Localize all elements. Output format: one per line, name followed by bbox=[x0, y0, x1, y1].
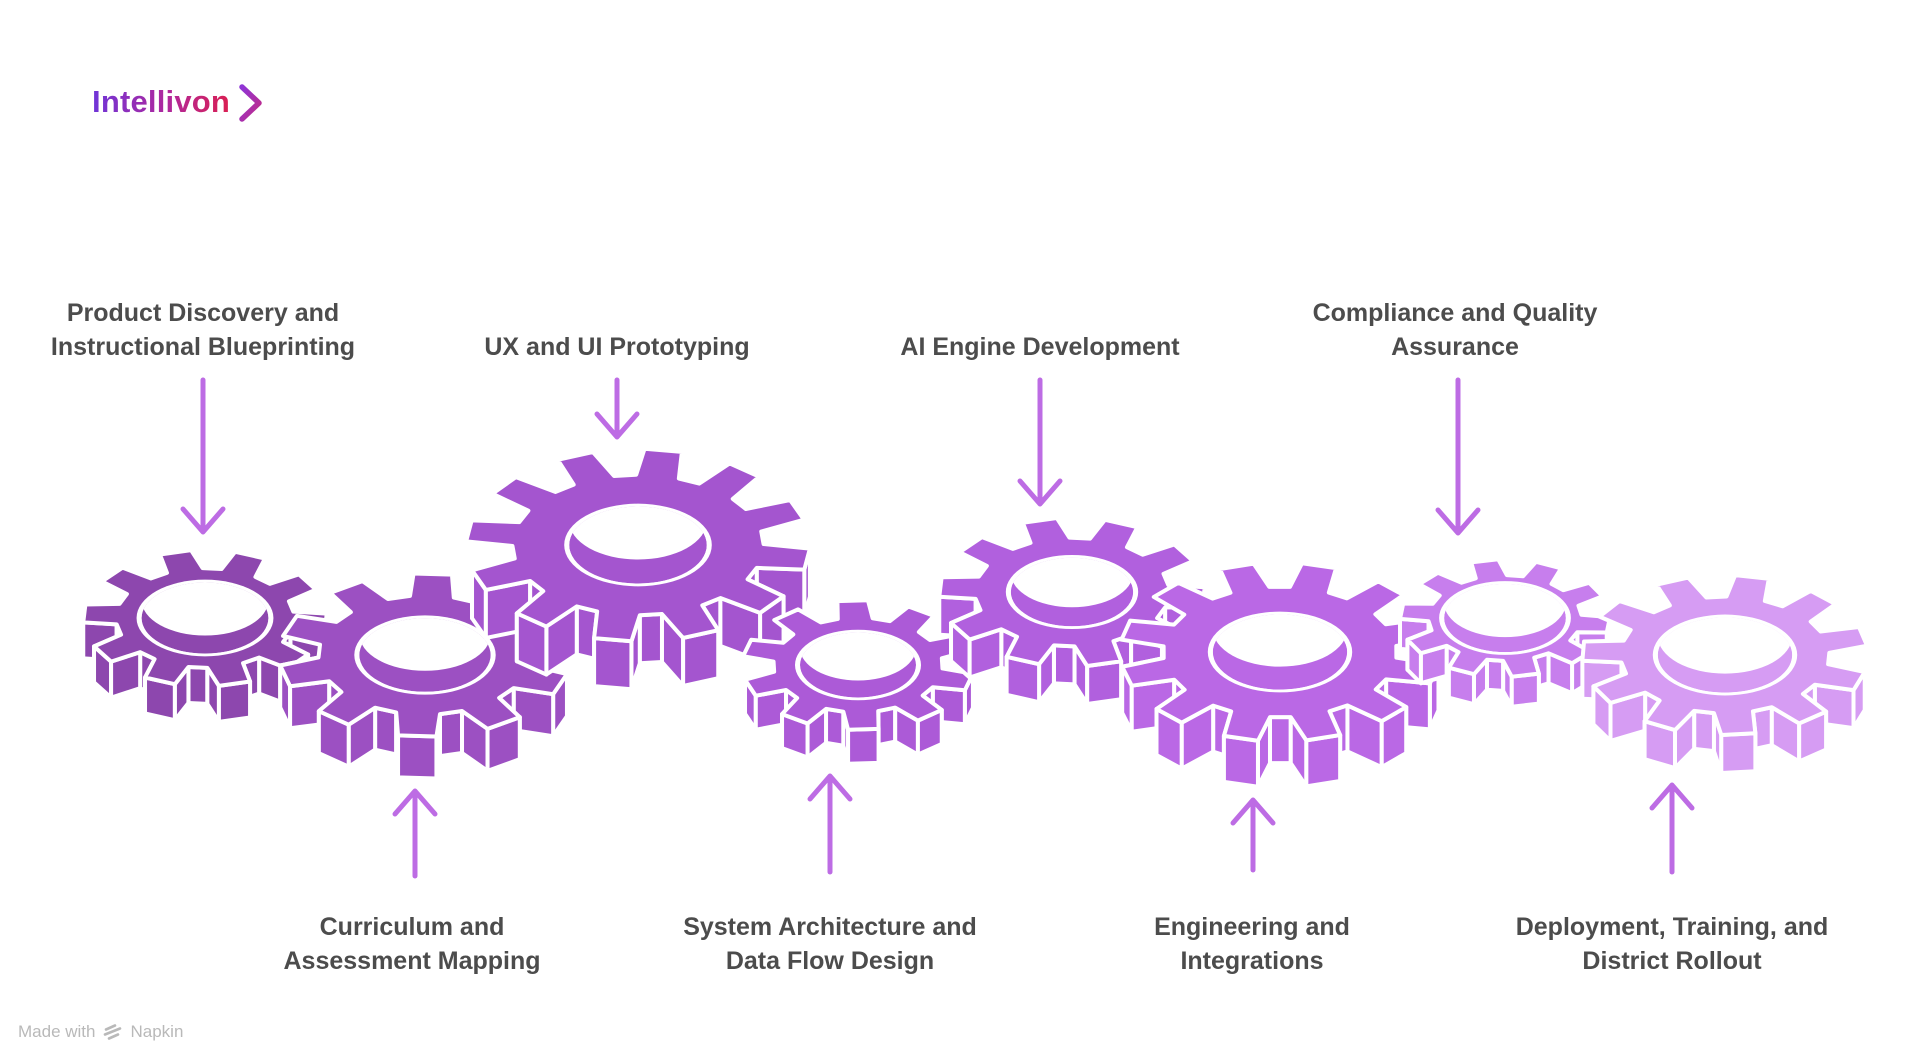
arrow-to-gear-6 bbox=[1230, 797, 1276, 873]
step-label-deployment-rollout: Deployment, Training, and District Rollo… bbox=[1516, 910, 1829, 978]
intellivon-logo: Intellivon bbox=[92, 78, 265, 126]
watermark-prefix: Made with bbox=[18, 1022, 96, 1041]
gear-4 bbox=[741, 598, 975, 766]
step-label-curriculum-assessment: Curriculum and Assessment Mapping bbox=[283, 910, 540, 978]
arrow-to-gear-7 bbox=[1435, 377, 1481, 536]
gear-2 bbox=[278, 571, 572, 781]
step-label-line: Assurance bbox=[1391, 333, 1519, 361]
step-label-line: Instructional Blueprinting bbox=[50, 333, 356, 361]
step-label-product-discovery: Product Discovery and Instructional Blue… bbox=[51, 296, 355, 364]
gear-8 bbox=[1580, 573, 1870, 776]
step-label-line: AI Engine Development bbox=[900, 333, 1180, 361]
intellivon-logo-text: Intellivon bbox=[92, 84, 231, 119]
arrow-to-gear-2 bbox=[392, 788, 438, 879]
step-label-line: Deployment, Training, and bbox=[1515, 913, 1829, 941]
made-with-napkin-watermark: Made with Napkin bbox=[18, 1022, 183, 1042]
gear-1 bbox=[81, 548, 329, 724]
step-label-ux-ui-prototyping: UX and UI Prototyping bbox=[484, 330, 749, 364]
arrow-to-gear-5 bbox=[1017, 377, 1063, 507]
napkin-logo-icon bbox=[104, 1024, 122, 1040]
step-label-ai-engine-development: AI Engine Development bbox=[900, 330, 1179, 364]
step-label-compliance-quality: Compliance and Quality Assurance bbox=[1313, 296, 1598, 364]
step-label-line: Data Flow Design bbox=[725, 947, 935, 975]
gear-6 bbox=[1119, 561, 1441, 789]
step-label-system-architecture: System Architecture and Data Flow Design bbox=[683, 910, 977, 978]
step-label-line: District Rollout bbox=[1582, 947, 1762, 975]
step-label-line: UX and UI Prototyping bbox=[484, 333, 750, 361]
arrow-to-gear-3 bbox=[594, 377, 640, 440]
arrow-to-gear-4 bbox=[807, 773, 853, 875]
step-label-line: Integrations bbox=[1180, 947, 1324, 975]
arrow-to-gear-8 bbox=[1649, 782, 1695, 875]
step-label-line: Product Discovery and bbox=[66, 299, 340, 327]
step-label-line: System Architecture and bbox=[683, 913, 977, 941]
watermark-brand: Napkin bbox=[130, 1022, 184, 1041]
step-label-line: Assessment Mapping bbox=[283, 947, 541, 975]
step-label-line: Compliance and Quality bbox=[1312, 299, 1598, 327]
gear-3 bbox=[464, 446, 812, 692]
step-label-line: Engineering and bbox=[1154, 913, 1350, 941]
chevron-right-icon bbox=[239, 84, 262, 122]
step-label-engineering-integrations: Engineering and Integrations bbox=[1154, 910, 1350, 978]
arrow-to-gear-1 bbox=[180, 377, 226, 535]
step-label-line: Curriculum and bbox=[319, 913, 505, 941]
